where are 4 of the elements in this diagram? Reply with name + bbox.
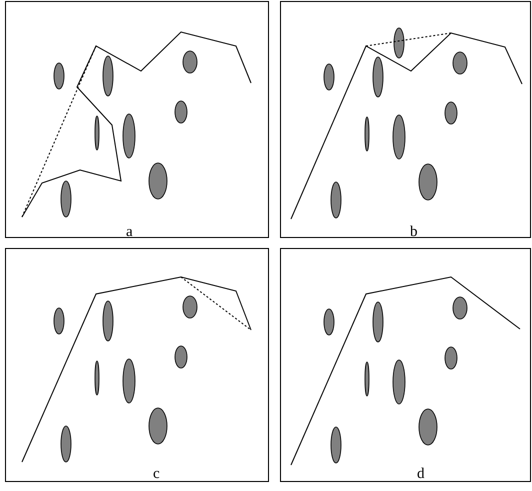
panel-label: a (126, 225, 133, 240)
panel-label: d (417, 467, 424, 482)
panel-label: c (153, 467, 160, 482)
panel-label: b (410, 225, 418, 240)
